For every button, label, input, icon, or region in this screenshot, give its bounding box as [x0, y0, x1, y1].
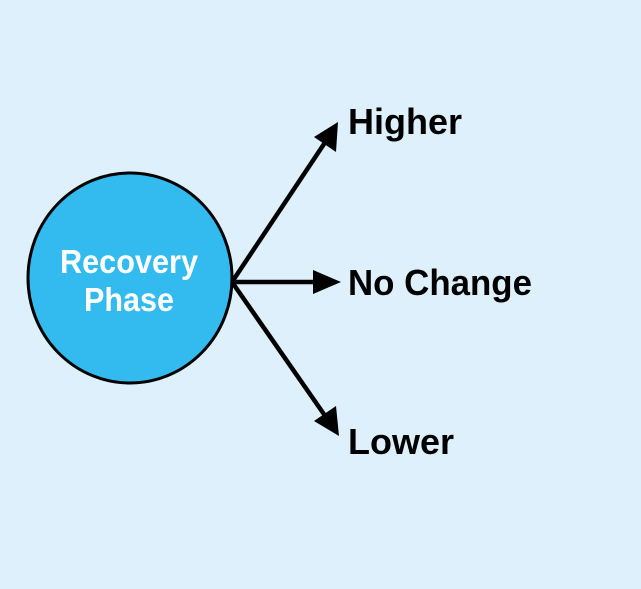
node-label-line1: Recovery: [60, 243, 199, 280]
outcome-label-no-change: No Change: [348, 262, 532, 303]
outcome-label-higher: Higher: [348, 101, 462, 142]
arrow-higher: [229, 122, 338, 285]
node-label-line2: Phase: [84, 281, 174, 318]
recovery-phase-node: Recovery Phase: [26, 171, 234, 385]
recovery-phase-circle: [26, 171, 234, 385]
outcome-label-lower: Lower: [348, 421, 454, 462]
arrow-no-change: [229, 270, 341, 294]
arrow-lower: [229, 279, 339, 436]
